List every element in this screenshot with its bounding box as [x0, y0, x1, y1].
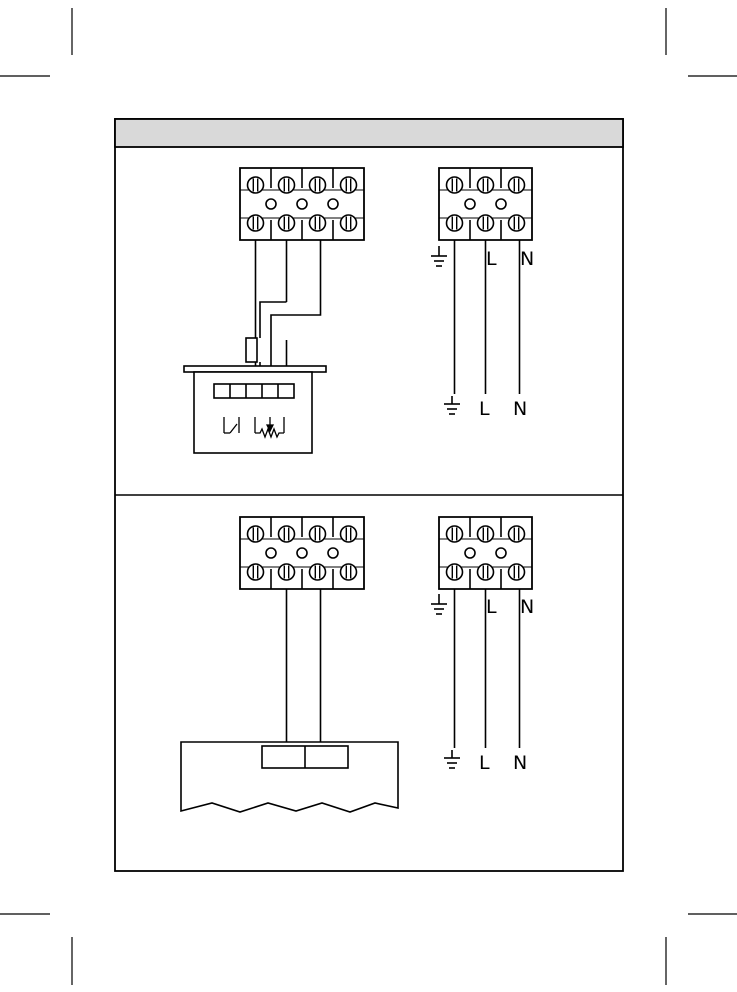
terminal-block-4way: [240, 168, 364, 240]
wires-to-appliance: [287, 589, 321, 746]
terminal-block-4way: [240, 517, 364, 589]
supply-wires: [431, 240, 520, 414]
terminal-block-3way: [439, 517, 532, 589]
earth-ground-icon: [444, 750, 460, 768]
appliance: [181, 742, 398, 812]
label-neutral-bottom: N: [513, 752, 527, 774]
label-live-bottom: L: [479, 398, 490, 420]
earth-ground-icon: [431, 246, 447, 266]
crop-marks: [0, 8, 737, 985]
panel-2: L N L N: [181, 517, 534, 812]
label-neutral-top: N: [520, 596, 534, 618]
label-live-top: L: [486, 248, 497, 270]
panel-1: L N L N: [184, 168, 534, 453]
label-live-top: L: [486, 596, 497, 618]
supply-wires: [431, 589, 520, 768]
label-live-bottom: L: [479, 752, 490, 774]
header-band: [115, 119, 623, 147]
earth-ground-icon: [444, 396, 460, 414]
thermostat: [184, 338, 326, 453]
label-neutral-top: N: [520, 248, 534, 270]
label-neutral-bottom: N: [513, 398, 527, 420]
terminal-block-3way: [439, 168, 532, 240]
earth-ground-icon: [431, 594, 447, 614]
